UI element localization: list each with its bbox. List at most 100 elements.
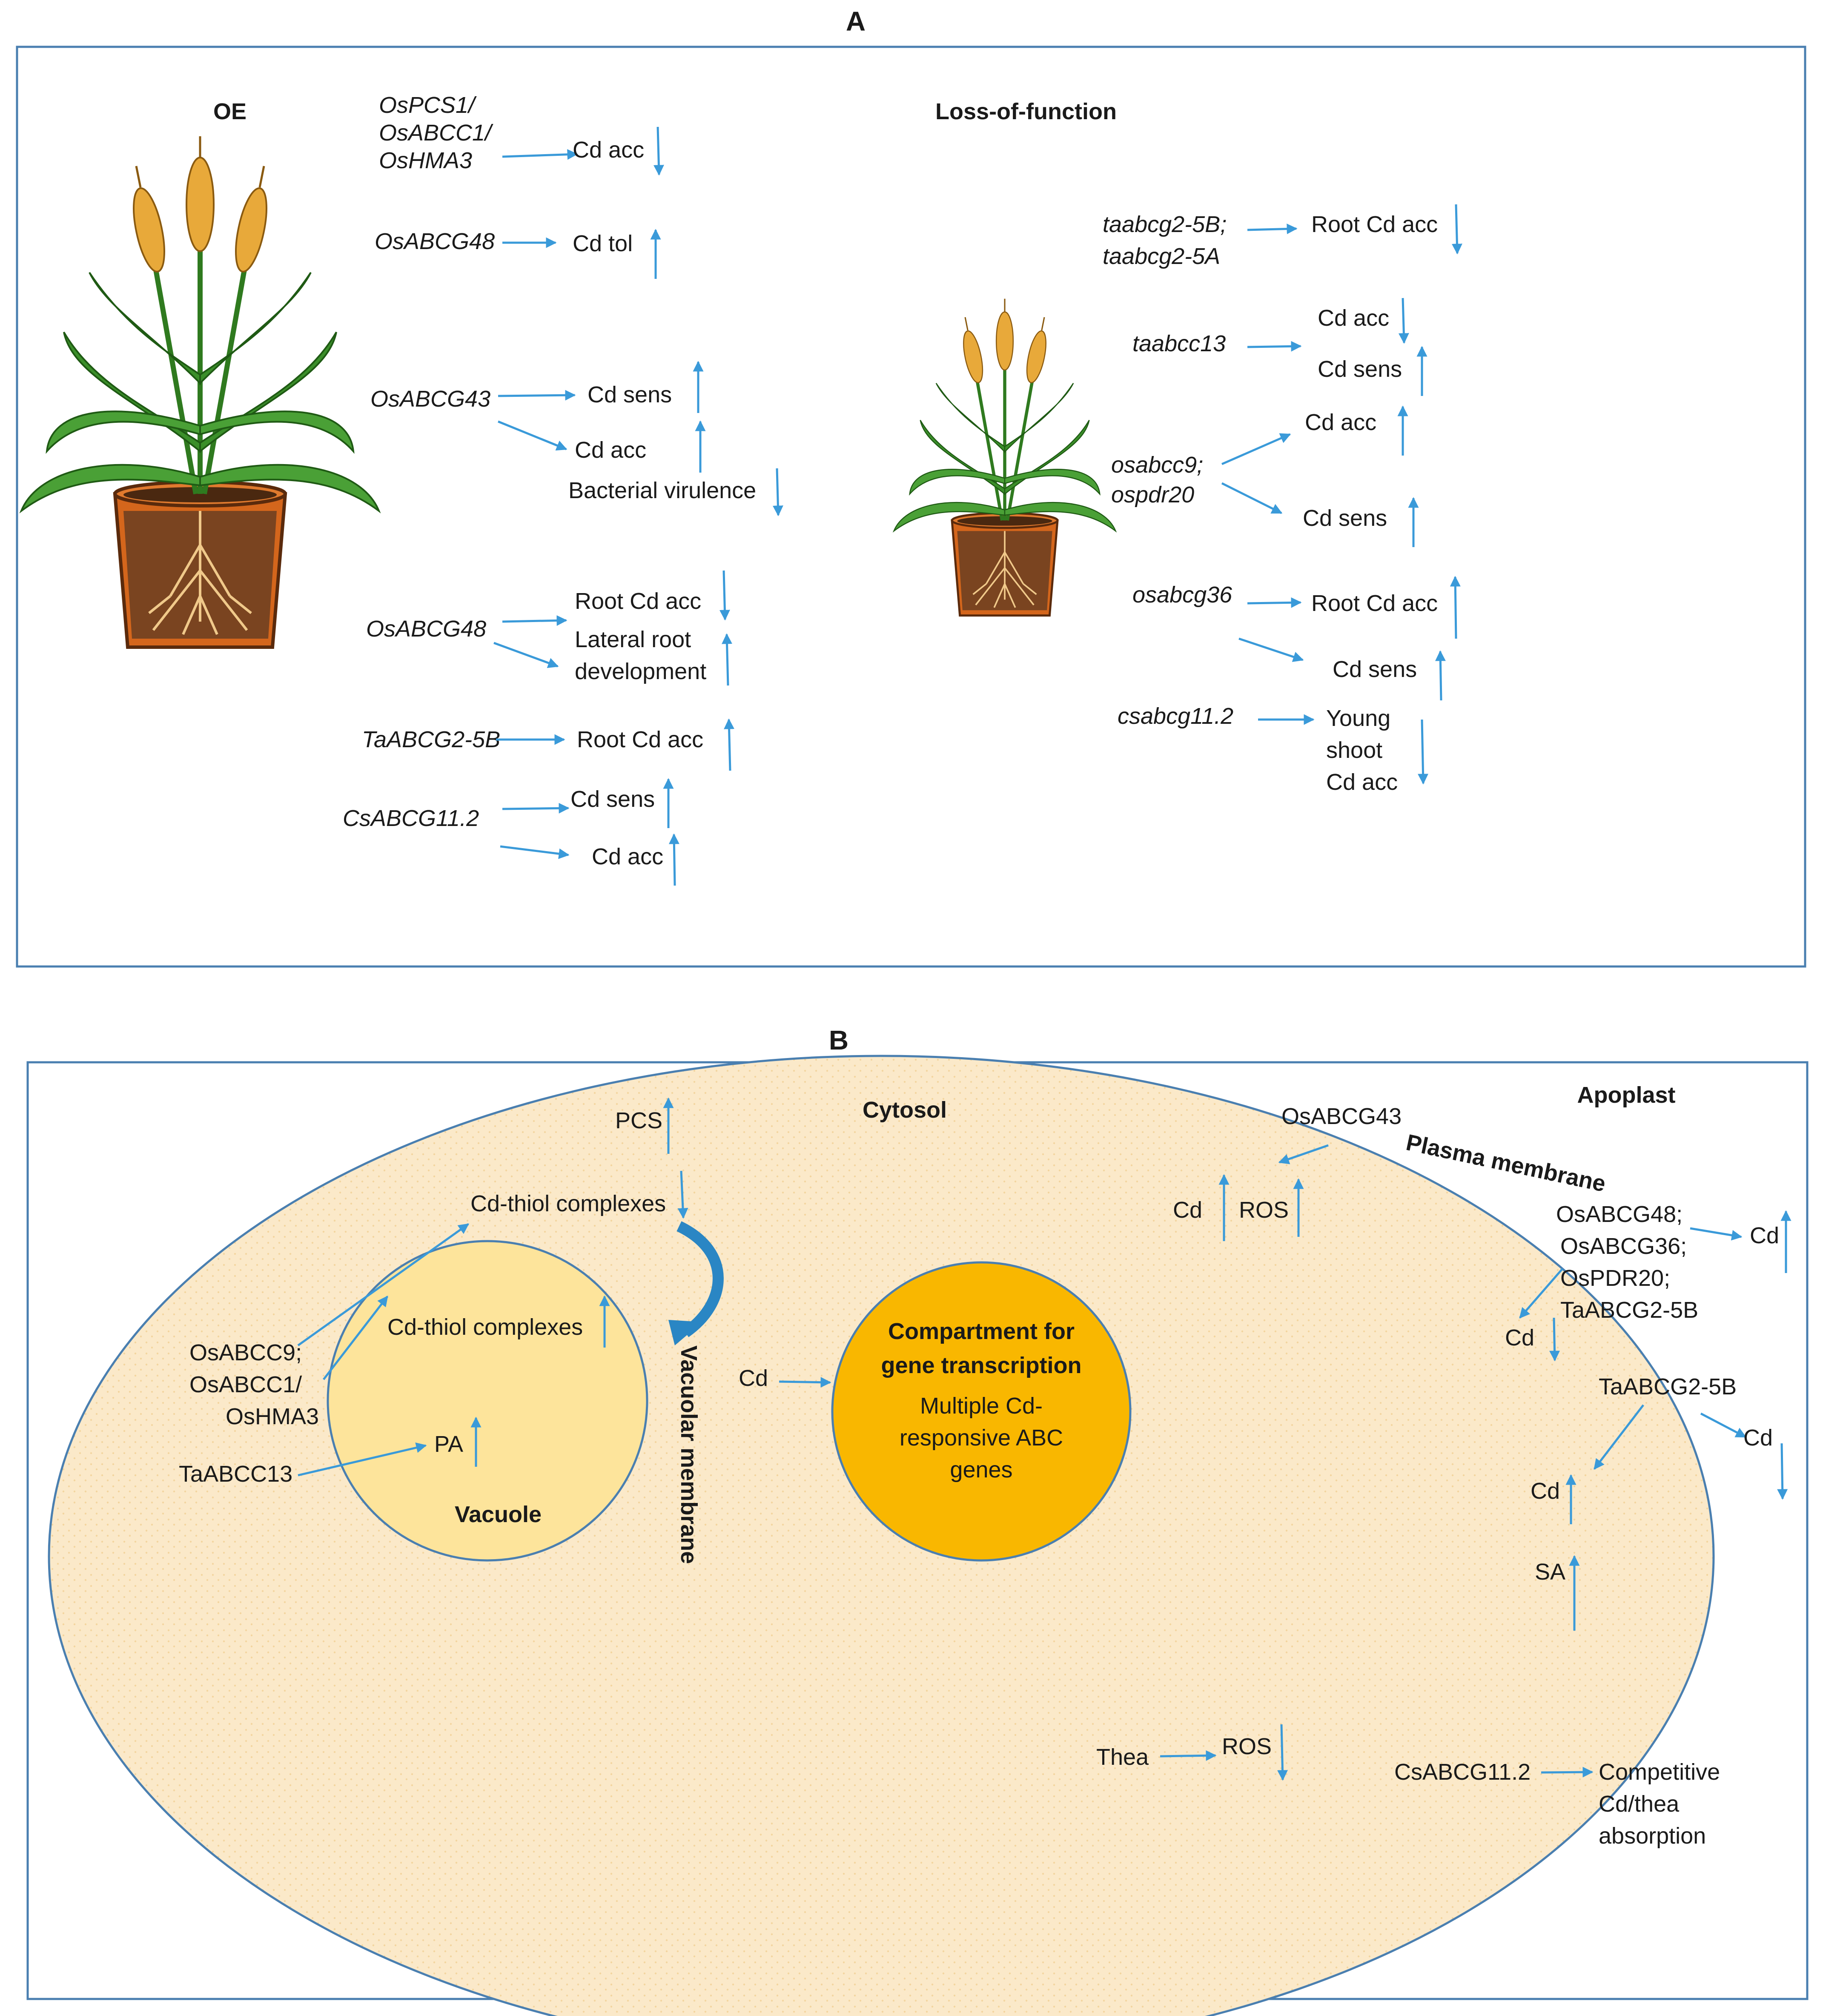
cd-thiol-inner-label: Cd-thiol complexes [387,1314,583,1340]
apoplast-label: Apoplast [1577,1082,1675,1108]
transporter-label: OsABCG36; [1560,1233,1687,1259]
down-arrow [653,126,664,176]
transporter-label: OsABCG43 [1281,1104,1402,1129]
gene-label: osabcc9; [1111,452,1203,478]
gene-label: TaABCG2-5B [362,727,500,752]
effect-label: Cd acc [1326,769,1398,795]
gene-label: OsABCG43 [370,386,490,412]
arrow [298,1442,427,1477]
down-arrow [677,1170,688,1219]
panel-a-letter: A [846,6,866,37]
gene-label: csabcg11.2 [1118,703,1233,729]
arrow [502,615,568,626]
gene-label: OsHMA3 [379,148,472,173]
arrow [1690,1227,1743,1241]
oe-title: OE [213,99,247,124]
arrow [1519,1268,1563,1319]
nucleus-circle [831,1261,1132,1562]
transporter-label: OsHMA3 [226,1404,319,1429]
effect-label: Cd sens [588,382,672,407]
lof-plant-icon [894,299,1116,616]
gene-label: OsABCG48 [366,616,486,642]
lof-title: Loss-of-function [935,99,1117,124]
effect-label: Cd acc [1318,305,1389,331]
arrow [1247,597,1302,608]
nucleus-body: genes [950,1457,1012,1483]
transporter-label: TaABCG2-5B [1599,1374,1737,1399]
gene-label: taabcg2-5B; [1103,212,1227,237]
gene-label: CsABCG11.2 [343,806,479,831]
cd-label: Cd [1743,1425,1773,1451]
up-arrow [724,718,735,771]
cd-label: Cd [1505,1325,1534,1351]
down-arrow [1451,204,1462,255]
transporter-label: OsABCC1/ [189,1372,302,1397]
arrow [1247,341,1302,352]
down-arrow [1777,1443,1788,1500]
transporter-label: OsABCG48; [1556,1202,1683,1227]
effect-label: development [575,659,706,684]
transporter-label: TaABCG2-5B [1560,1297,1698,1323]
cd-label: Cd [1173,1197,1202,1223]
transport-arrow [676,1221,724,1337]
ros-label: ROS [1222,1734,1272,1759]
pcs-label: PCS [615,1108,662,1133]
transport-arrowhead [668,1320,702,1345]
nucleus-body: responsive ABC [900,1425,1063,1451]
effect-label: Bacterial virulence [568,478,756,503]
gene-label: ospdr20 [1111,482,1194,508]
arrow [297,1223,470,1347]
cell-cytosol [48,1055,1714,2016]
effect-label: Cd sens [1318,356,1402,382]
up-arrow [1450,576,1461,639]
arrow [498,420,568,451]
transporter-label: OsPDR20; [1560,1265,1670,1291]
arrow [1700,1412,1747,1438]
effect-label: Root Cd acc [1311,212,1438,237]
gene-label: taabcc13 [1132,331,1226,356]
down-arrow [1398,298,1409,344]
cd-label: Cd [1531,1478,1560,1504]
arrow [493,642,559,668]
effect-label: Lateral root [575,627,691,652]
oe-plant-icon [21,136,379,647]
effect-label: Cd sens [570,786,655,812]
effect-label: Root Cd acc [577,727,703,752]
nucleus-title: Compartment for [888,1319,1075,1344]
arrow [1238,637,1304,662]
pa-label: PA [434,1431,463,1457]
transporter-label: OsABCC9; [189,1340,302,1365]
effect-label: Cd acc [1305,410,1376,435]
gene-label: taabcg2-5A [1103,244,1220,269]
up-arrow [668,833,679,886]
arrow [500,845,570,859]
cd-label: Cd [739,1365,768,1391]
arrow [323,1296,388,1380]
effect-label: Root Cd acc [1311,591,1438,616]
up-arrow [1435,650,1446,701]
ros-label: ROS [1239,1197,1289,1223]
effect-label: Cd tol [573,231,633,256]
up-arrow [722,633,733,686]
effect-label: Young [1326,705,1390,731]
sa-label: SA [1535,1559,1565,1585]
gene-label: OsABCC1/ [379,120,493,146]
arrow [1278,1144,1329,1164]
nucleus-body: Multiple Cd- [920,1393,1043,1419]
down-arrow [1549,1317,1560,1362]
panel-b-letter: B [829,1025,848,1055]
cytosol-label: Cytosol [863,1097,947,1123]
panel-a-frame [16,46,1806,968]
arrow [498,390,576,401]
effect-label: Cd sens [1303,505,1387,531]
down-arrow [772,468,783,516]
effect-label: Cd sens [1333,657,1417,682]
arrow [1594,1404,1644,1470]
arrow [1221,433,1291,465]
arrow [1160,1750,1217,1761]
effect-label: shoot [1326,737,1382,763]
arrow [1247,224,1298,235]
transporter-label: TaABCC13 [179,1461,292,1487]
arrow [502,803,570,814]
